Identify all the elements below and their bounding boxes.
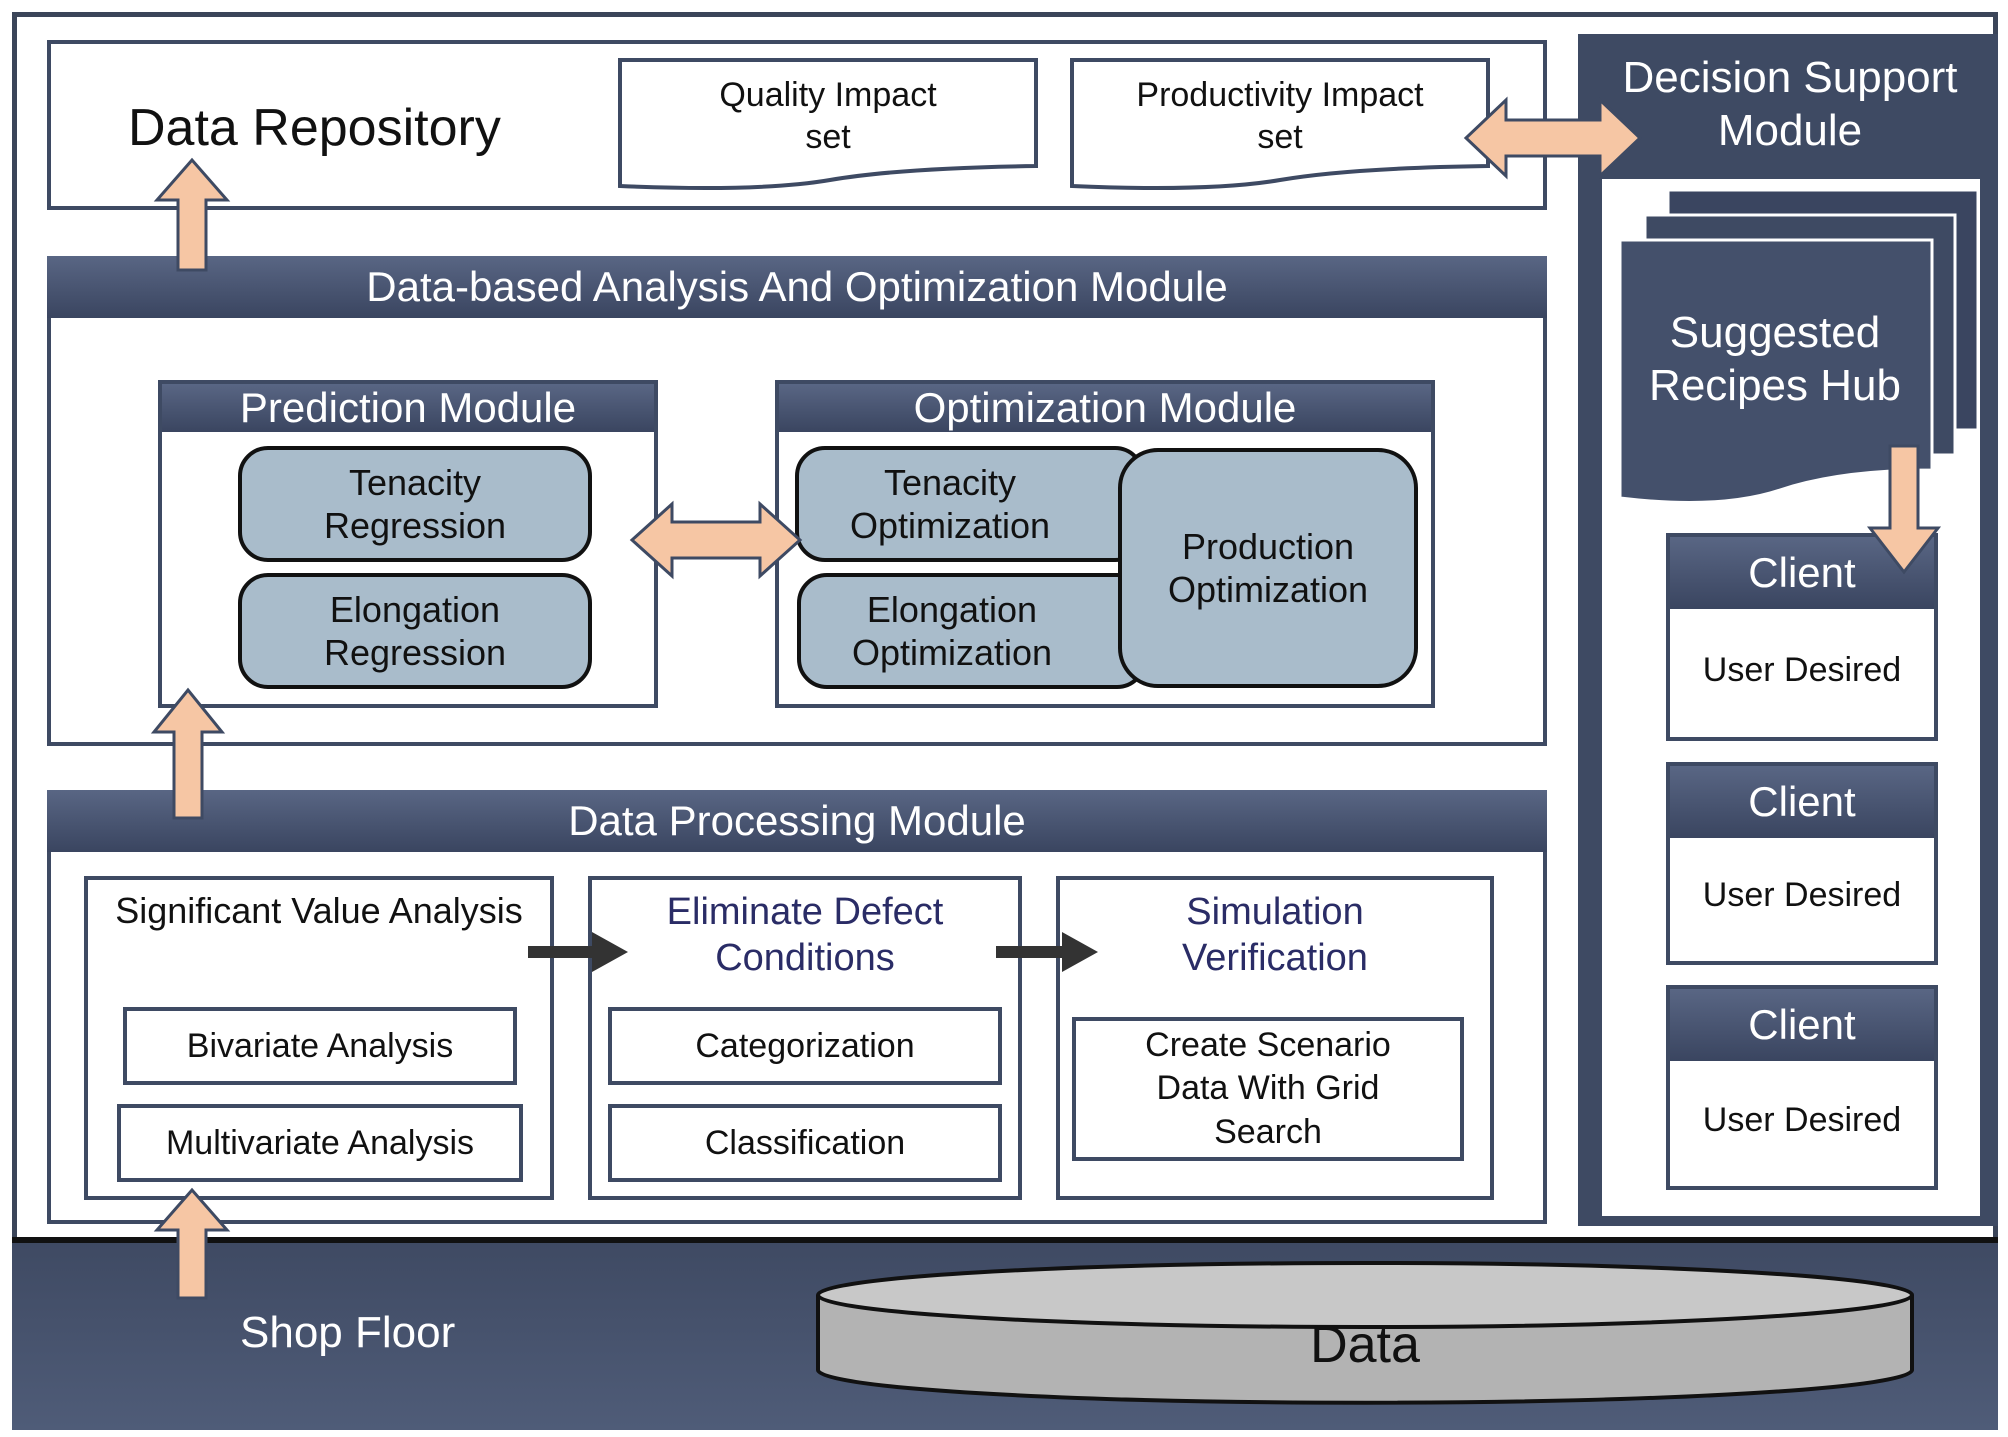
client-title: Client bbox=[1670, 537, 1934, 609]
bivariate-analysis: Bivariate Analysis bbox=[123, 1007, 517, 1085]
multivariate-analysis: Multivariate Analysis bbox=[117, 1104, 523, 1182]
quality-impact-set: Quality Impact set bbox=[719, 75, 937, 157]
prediction-module-title: Prediction Module bbox=[162, 384, 654, 432]
significant-value-title: Significant Value Analysis bbox=[115, 890, 523, 931]
elongation-regression: Elongation Regression bbox=[238, 573, 592, 689]
eliminate-defect-title: Eliminate Defect Conditions bbox=[666, 891, 944, 979]
tenacity-optimization: Tenacity Optimization bbox=[795, 446, 1145, 562]
create-scenario-grid-search: Create Scenario Data With Grid Search bbox=[1072, 1017, 1464, 1161]
classification: Classification bbox=[608, 1104, 1002, 1182]
client-body: User Desired bbox=[1702, 650, 1902, 689]
tenacity-regression: Tenacity Regression bbox=[238, 446, 592, 562]
processing-module-title: Data Processing Module bbox=[47, 790, 1547, 852]
decision-support-title: Decision Support Module bbox=[1622, 53, 1958, 155]
suggested-recipes-hub-label: Suggested Recipes Hub bbox=[1649, 308, 1901, 410]
productivity-impact-set: Productivity Impact set bbox=[1136, 75, 1424, 157]
data-repository-title: Data Repository bbox=[128, 99, 501, 157]
client-title: Client bbox=[1670, 989, 1934, 1061]
client-title: Client bbox=[1670, 766, 1934, 838]
categorization: Categorization bbox=[608, 1007, 1002, 1085]
client-body: User Desired bbox=[1702, 1100, 1902, 1139]
data-cylinder-label: Data bbox=[1310, 1316, 1420, 1374]
optimization-module-title: Optimization Module bbox=[779, 384, 1431, 432]
simulation-verification-title: Simulation Verification bbox=[1182, 891, 1368, 979]
shop-floor-label: Shop Floor bbox=[240, 1308, 456, 1357]
elongation-optimization: Elongation Optimization bbox=[797, 573, 1147, 689]
analysis-module-title: Data-based Analysis And Optimization Mod… bbox=[47, 256, 1547, 318]
client-body: User Desired bbox=[1702, 875, 1902, 914]
production-optimization: Production Optimization bbox=[1118, 448, 1418, 688]
